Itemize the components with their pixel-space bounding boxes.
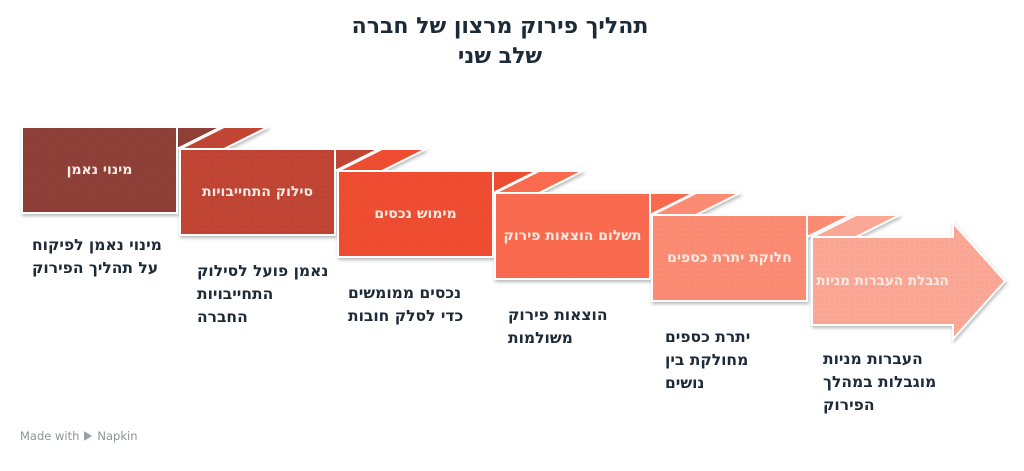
step-shape-appoint-trustee (21, 126, 222, 214)
watermark-brand: Napkin (97, 429, 138, 443)
title-line-2: שלב שני (457, 44, 543, 69)
caption-realize-assets: נכסים ממומשים כדי לסלק חובות (348, 284, 464, 325)
step-label-pay-expenses: תשלום הוצאות פירוק (503, 228, 642, 244)
napkin-play-icon (84, 431, 93, 441)
texture-3 (338, 171, 493, 257)
step-label-settle-liabilities: סילוק התחייבויות (202, 184, 313, 200)
caption-settle-liabilities: נאמן פועל לסילוק התחייבויות החברה (197, 262, 329, 326)
texture-5 (652, 215, 807, 301)
step-label-realize-assets: מימוש נכסים (374, 206, 457, 222)
caption-appoint-trustee: מינוי נאמן לפיקוח על תהליך הפירוק (32, 236, 162, 277)
step-label-restrict-transfers: הגבלת העברות מניות (816, 273, 949, 289)
step-label-appoint-trustee: מינוי נאמן (66, 162, 133, 178)
watermark-prefix: Made with (20, 429, 80, 443)
title-line-1: תהליך פירוק מרצון של חברה (351, 14, 649, 39)
step-shape-distribute-funds (651, 192, 852, 302)
diagram-title: תהליך פירוק מרצון של חברה שלב שני (300, 12, 700, 72)
texture-6 (812, 223, 1005, 339)
step-label-distribute-funds: חלוקת יתרת כספים (667, 250, 792, 266)
step-shape-realize-assets (337, 148, 538, 258)
napkin-watermark-link[interactable]: Made with Napkin (20, 429, 138, 443)
caption-distribute-funds: יתרת כספים מחולקת בין נושים (665, 328, 751, 392)
caption-restrict-transfers: העברות מניות מוגבלות במהלך הפירוק (823, 350, 937, 414)
texture-4 (495, 193, 650, 279)
step-shape-settle-liabilities (179, 126, 380, 236)
caption-pay-expenses: הוצאות פירוק משולמות (508, 306, 608, 347)
texture-2 (180, 149, 335, 235)
step-shape-restrict-transfers (811, 214, 1007, 342)
texture-1 (22, 127, 177, 213)
step-shape-pay-expenses (494, 170, 695, 280)
